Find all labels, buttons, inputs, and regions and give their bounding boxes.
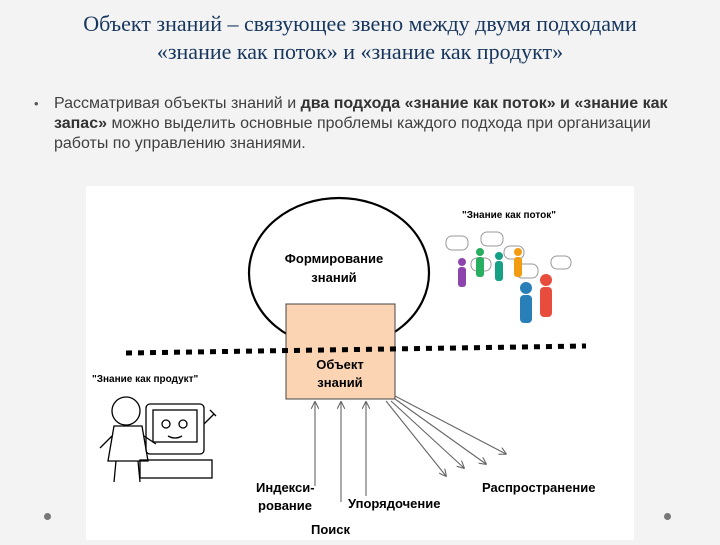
bullet-text: Рассматривая объекты знаний и два подход… xyxy=(54,94,674,154)
flow-people-illustration xyxy=(445,231,572,323)
slide-title: Объект знаний – связующее звено между дв… xyxy=(0,10,720,66)
bullet-paragraph: • Рассматривая объекты знаний и два подх… xyxy=(34,94,674,154)
diagram-panel: Формирование знаний Объект знаний "Знани… xyxy=(86,186,634,540)
upward-arrows xyxy=(315,402,366,502)
box-label-line2: знаний xyxy=(317,375,362,390)
dotted-divider xyxy=(125,343,587,356)
flow-caption: "Знание как поток" xyxy=(462,210,556,221)
circle-label-line1: Формирование xyxy=(285,251,383,266)
circle-label-line2: знаний xyxy=(311,270,356,285)
label-search: Поиск xyxy=(311,522,351,537)
bullet-text-end: можно выделить основные проблемы каждого… xyxy=(54,115,651,152)
bullet-text-start: Рассматривая объекты знаний и xyxy=(54,95,301,112)
box-label-line1: Объект xyxy=(316,357,364,372)
title-line-1: Объект знаний – связующее звено между дв… xyxy=(83,11,637,36)
label-ordering: Упорядочение xyxy=(348,496,440,511)
label-distribution: Распространение xyxy=(482,480,595,495)
product-cartoon-illustration xyxy=(99,396,217,483)
corner-dot-left xyxy=(44,513,51,520)
label-indexing-line2: рование xyxy=(258,498,312,513)
bullet-dot-icon: • xyxy=(34,96,39,111)
bullet-text-bold: два подхода «знание как поток» и «знание… xyxy=(54,95,668,132)
corner-dot-right xyxy=(664,513,671,520)
distribution-arrows xyxy=(385,395,506,476)
knowledge-object-box xyxy=(285,303,396,400)
title-line-2: «знание как поток» и «знание как продукт… xyxy=(156,39,564,64)
label-indexing-line1: Индекси- xyxy=(256,480,315,495)
product-caption: "Знание как продукт" xyxy=(92,374,199,385)
knowledge-diagram: Формирование знаний Объект знаний "Знани… xyxy=(92,196,595,537)
